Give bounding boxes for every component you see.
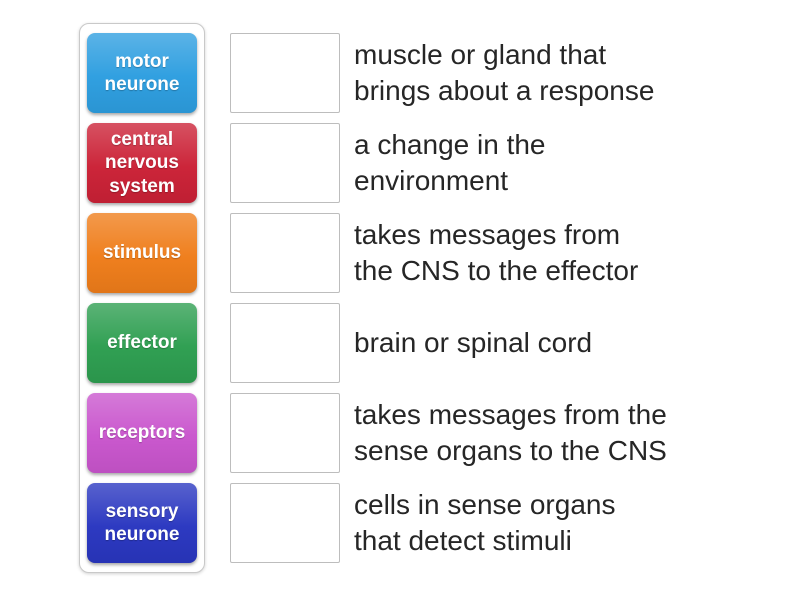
match-row: a change in the environment: [230, 123, 667, 203]
match-row: cells in sense organs that detect stimul…: [230, 483, 667, 563]
match-row: brain or spinal cord: [230, 303, 667, 383]
keyword-tile-label: motor neurone: [104, 50, 180, 95]
drop-target-2[interactable]: [230, 123, 340, 203]
definition-text: brain or spinal cord: [354, 327, 593, 358]
drop-target-1[interactable]: [230, 33, 340, 113]
keyword-tile-effector[interactable]: effector: [87, 303, 197, 383]
drop-target-5[interactable]: [230, 393, 340, 473]
definition-text: takes messages from the CNS to the effec…: [354, 219, 639, 286]
definition-text: muscle or gland that brings about a resp…: [354, 39, 655, 106]
definition-text: a change in the environment: [354, 129, 546, 196]
definition-text: takes messages from the sense organs to …: [354, 399, 667, 466]
match-row: muscle or gland that brings about a resp…: [230, 33, 667, 113]
match-row: takes messages from the CNS to the effec…: [230, 213, 667, 293]
keyword-tile-label: effector: [107, 332, 177, 354]
keyword-tile-receptors[interactable]: receptors: [87, 393, 197, 473]
match-row: takes messages from the sense organs to …: [230, 393, 667, 473]
keyword-tile-motor-neurone[interactable]: motor neurone: [87, 33, 197, 113]
drop-target-3[interactable]: [230, 213, 340, 293]
keyword-tile-central-nervous-system[interactable]: central nervous system: [87, 123, 197, 203]
keyword-tile-label: sensory neurone: [104, 500, 180, 545]
drop-target-6[interactable]: [230, 483, 340, 563]
drop-target-4[interactable]: [230, 303, 340, 383]
keyword-tile-label: stimulus: [102, 242, 182, 264]
keyword-tile-stimulus[interactable]: stimulus: [87, 213, 197, 293]
keyword-tile-label: receptors: [98, 422, 186, 444]
definition-rows: muscle or gland that brings about a resp…: [230, 33, 667, 563]
keyword-tile-sensory-neurone[interactable]: sensory neurone: [87, 483, 197, 563]
keywords-panel: motor neurone central nervous system sti…: [79, 23, 205, 573]
keyword-tile-label: central nervous system: [105, 129, 179, 197]
definition-text: cells in sense organs that detect stimul…: [354, 489, 616, 556]
